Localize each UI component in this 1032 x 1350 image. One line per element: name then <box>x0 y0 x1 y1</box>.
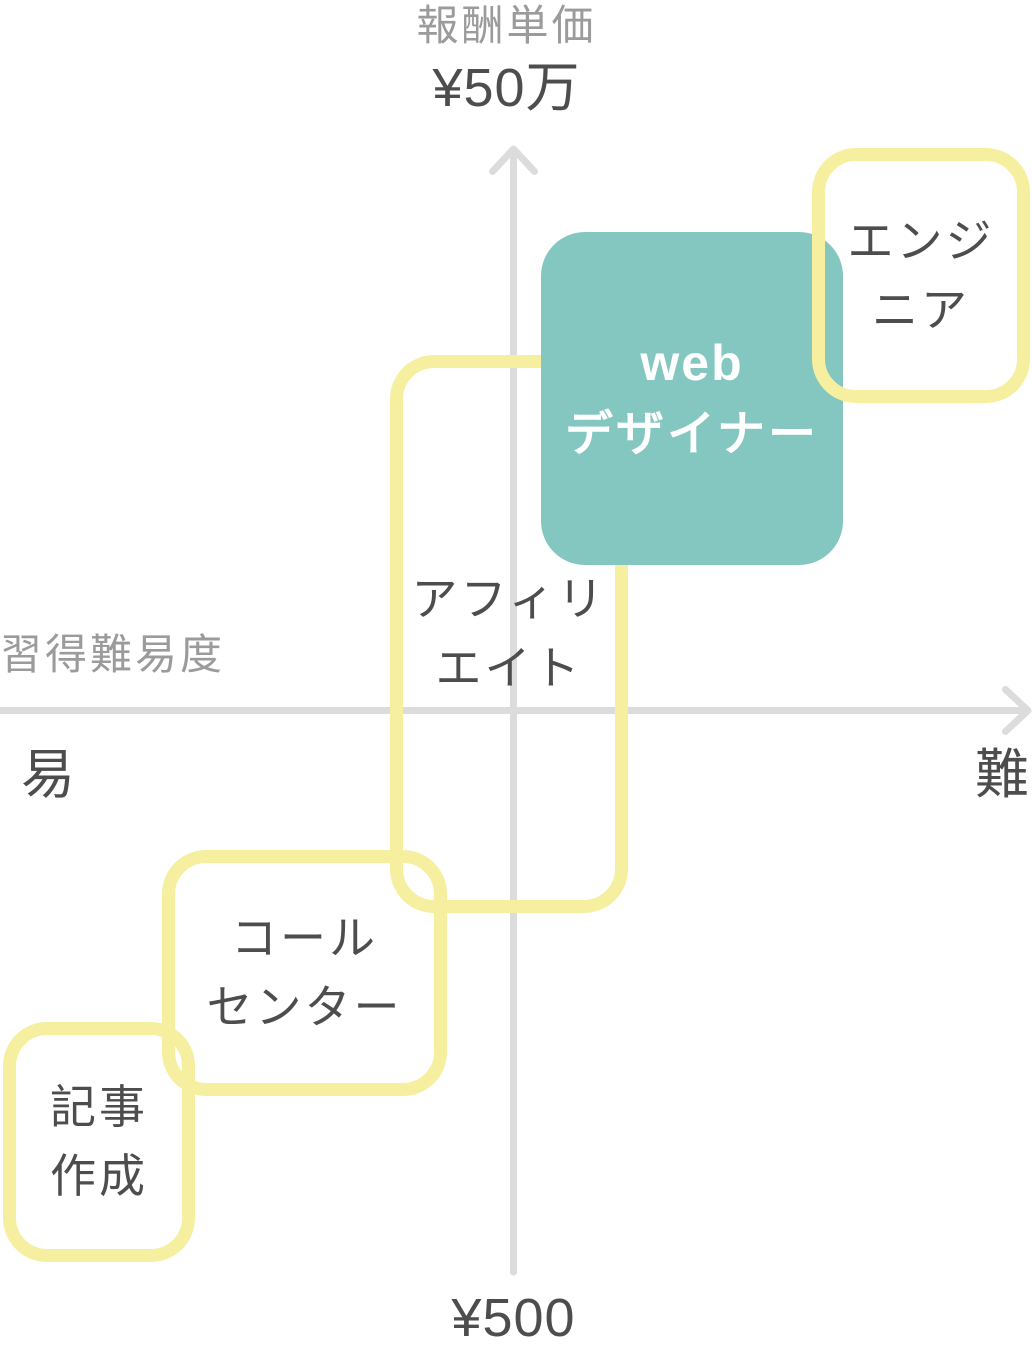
web-designer-label-line1: web <box>640 334 744 391</box>
call-center-label-line1: コール <box>231 912 378 964</box>
x-axis-hard-label: 難 <box>975 745 1030 805</box>
x-axis-easy-label: 易 <box>21 745 76 805</box>
article-writing-label-line1: 記事 <box>50 1081 148 1133</box>
y-axis-min-label: ¥500 <box>451 1288 576 1348</box>
engineer-label-line1: エンジ <box>847 214 995 267</box>
call-center-label-line2: センター <box>206 981 403 1033</box>
call-center-box: コール センター <box>162 850 447 1096</box>
arrow-up-icon <box>489 145 538 175</box>
web-designer-box: web デザイナー <box>541 232 843 565</box>
y-axis-max-label: ¥50万 <box>432 58 581 118</box>
y-axis-title: 報酬単価 <box>416 2 597 49</box>
affiliate-label-line2: エイト <box>435 642 583 694</box>
article-writing-label-line2: 作成 <box>50 1150 148 1202</box>
affiliate-label-line1: アフィリ <box>411 573 607 625</box>
engineer-label-line2: ニア <box>872 283 970 336</box>
web-designer-label-line2: デザイナー <box>564 407 820 461</box>
x-axis-title: 習得難易度 <box>0 631 226 678</box>
engineer-box: エンジ ニア <box>812 148 1030 403</box>
article-writing-box: 記事 作成 <box>3 1022 195 1262</box>
arrow-right-icon <box>1002 686 1032 735</box>
